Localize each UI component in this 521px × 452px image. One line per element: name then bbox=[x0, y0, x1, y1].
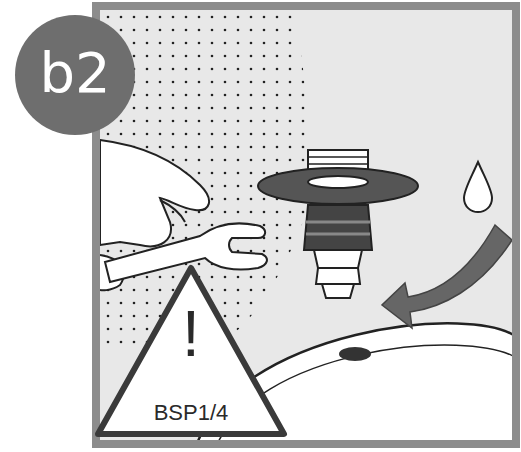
warning-triangle: ! BSP1/4 bbox=[92, 262, 290, 440]
fitting bbox=[258, 150, 418, 298]
oil-drop bbox=[464, 162, 492, 212]
warning-mark: ! bbox=[182, 302, 200, 366]
step-badge: b2 bbox=[14, 14, 136, 136]
triangle-outline bbox=[98, 268, 284, 434]
step-label: b2 bbox=[39, 45, 110, 101]
direction-arrow bbox=[382, 225, 512, 328]
thread-spec: BSP1/4 bbox=[154, 402, 229, 424]
tank-hole bbox=[339, 347, 371, 361]
badge-circle bbox=[15, 15, 135, 135]
